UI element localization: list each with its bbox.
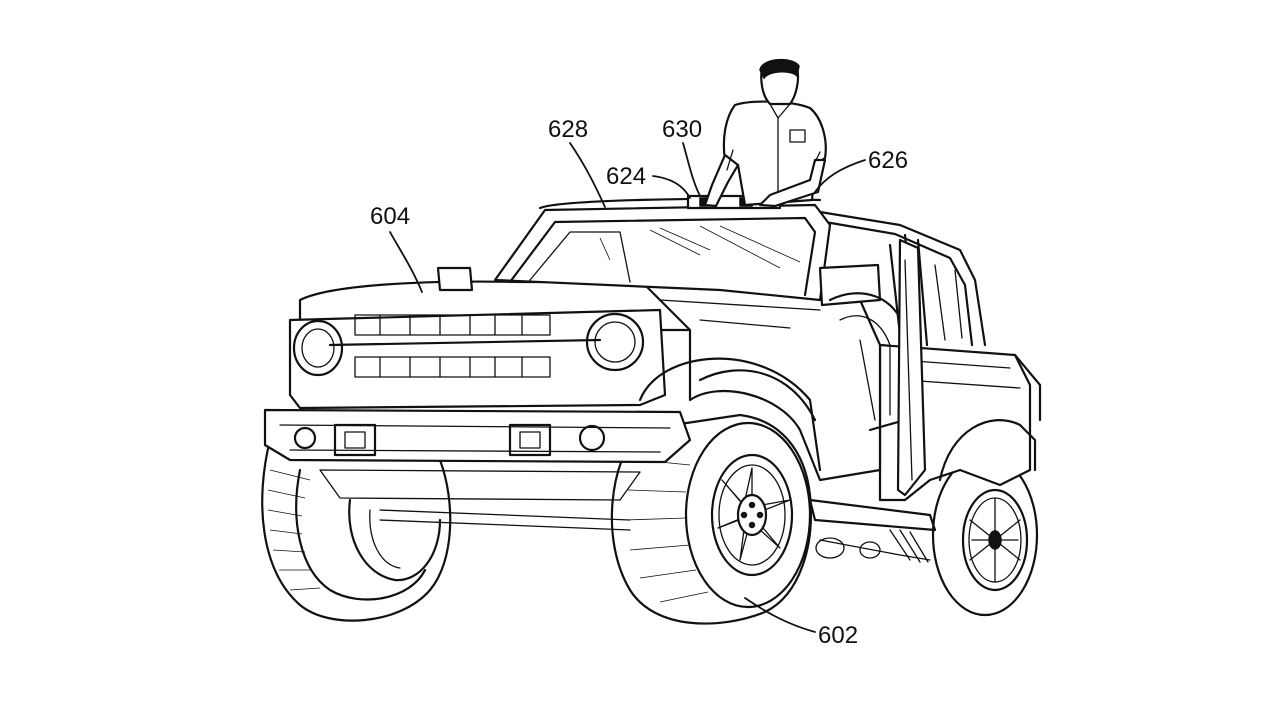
label-604: 604 <box>370 203 410 230</box>
undercarriage <box>379 498 937 563</box>
label-626: 626 <box>868 147 908 174</box>
person-figure <box>703 58 827 208</box>
front-right-wheel <box>610 413 812 625</box>
grille <box>328 314 602 378</box>
front-bumper <box>263 408 692 501</box>
headlights <box>292 312 645 377</box>
reference-labels: 628 630 624 626 604 602 <box>370 116 908 649</box>
rear-wheel <box>931 453 1039 617</box>
front-left-wheel <box>261 438 452 622</box>
leader-lines <box>389 142 866 633</box>
label-628: 628 <box>548 116 588 143</box>
label-624: 624 <box>606 163 646 190</box>
open-door <box>896 238 927 497</box>
label-602: 602 <box>818 622 858 649</box>
windshield <box>493 197 882 307</box>
vehicle-body <box>263 266 882 501</box>
label-630: 630 <box>662 116 702 143</box>
